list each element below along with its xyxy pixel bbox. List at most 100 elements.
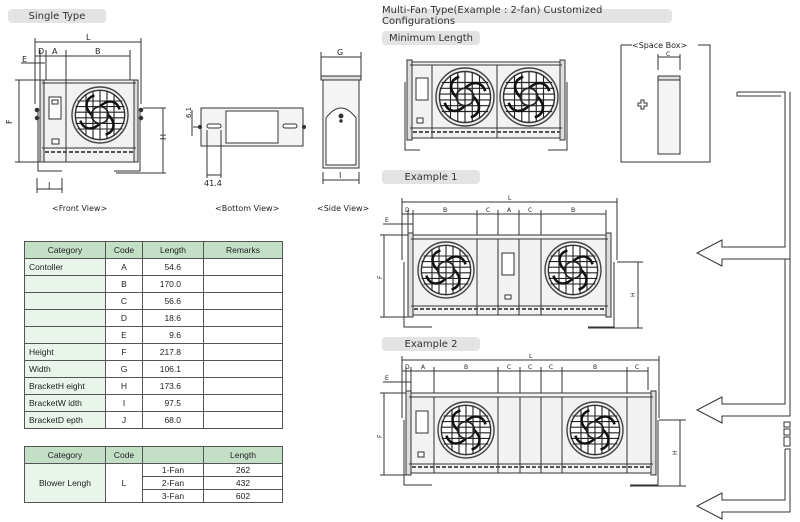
fan-count: 3-Fan xyxy=(142,489,204,503)
fan-icon xyxy=(498,66,560,128)
ex2-dim-F: F xyxy=(377,434,384,438)
dim-E: E xyxy=(22,55,27,64)
dim-I: I xyxy=(339,171,341,180)
spec-code: E xyxy=(105,326,143,344)
dim-H: H xyxy=(159,134,168,140)
dim-C: C xyxy=(666,51,670,58)
space-box-drawing xyxy=(620,44,711,163)
spec-code: H xyxy=(105,377,143,395)
bottom-view-caption: <Bottom View> xyxy=(215,204,280,213)
spec-category xyxy=(24,326,106,344)
spec-code: C xyxy=(105,292,143,310)
fan-icon xyxy=(70,85,130,145)
fan-length: 432 xyxy=(203,476,283,490)
blower-code: L xyxy=(105,463,143,503)
spec-length: 97.5 xyxy=(142,394,204,412)
ex1-dim-A: A xyxy=(507,207,512,214)
ex2-dim-B: B xyxy=(464,364,468,371)
spec-code: F xyxy=(105,343,143,361)
side-view-drawing xyxy=(320,52,362,184)
spec-category xyxy=(24,309,106,327)
dim-bottom-height: 6.1 xyxy=(185,107,193,118)
ex2-dim-D: D xyxy=(405,364,410,371)
ex2-dim-A: A xyxy=(421,364,426,371)
fan-icon xyxy=(436,400,496,460)
spec-category: Width xyxy=(24,360,106,378)
fan-count: 2-Fan xyxy=(142,476,204,490)
col-header: Code xyxy=(105,446,143,464)
table-row: Blower Lengh L 1-Fan 262 xyxy=(24,463,283,503)
col-header: Category xyxy=(24,446,106,464)
spec-category xyxy=(24,292,106,310)
ex1-dim-C: C xyxy=(486,207,490,214)
spec-category: Contoller xyxy=(24,258,106,276)
fan-icon xyxy=(543,240,603,300)
spec-code: I xyxy=(105,394,143,412)
ex1-dim-B: B xyxy=(571,207,575,214)
spec-category xyxy=(24,275,106,293)
ex1-dim-B: B xyxy=(443,207,447,214)
blower-table: Category Code Length Blower Lengh L 1-Fa… xyxy=(24,446,283,503)
spec-remarks xyxy=(203,377,283,395)
spec-code: A xyxy=(105,258,143,276)
flow-arrows xyxy=(695,91,791,520)
spec-category: Height xyxy=(24,343,106,361)
spec-remarks xyxy=(203,360,283,378)
spec-category: BracketW idth xyxy=(24,394,106,412)
fan-icon xyxy=(434,66,496,128)
ex2-dim-C: C xyxy=(635,364,639,371)
col-header: Remarks xyxy=(203,241,283,259)
ex1-dim-L: L xyxy=(508,195,512,202)
single-type-header: Single Type xyxy=(8,9,106,23)
ex2-dim-B: B xyxy=(593,364,597,371)
col-header: Length xyxy=(142,241,204,259)
ex2-dim-E: E xyxy=(385,375,389,382)
fan-icon xyxy=(565,400,625,460)
spec-length: 217.8 xyxy=(142,343,204,361)
spec-code: J xyxy=(105,411,143,429)
dim-L: L xyxy=(86,33,91,42)
example1-header: Example 1 xyxy=(382,170,480,184)
spec-code: B xyxy=(105,275,143,293)
bottom-view-drawing xyxy=(191,107,307,178)
spec-category: BracketD epth xyxy=(24,411,106,429)
dim-J: J xyxy=(47,181,50,190)
ex1-dim-D: D xyxy=(405,207,410,214)
ex1-dim-F: F xyxy=(377,275,384,279)
spec-length: 9.6 xyxy=(142,326,204,344)
dim-B: B xyxy=(95,47,101,56)
spec-remarks xyxy=(203,258,283,276)
spec-code: G xyxy=(105,360,143,378)
fan-length: 602 xyxy=(203,489,283,503)
multi-fan-header: Multi-Fan Type(Example : 2-fan) Customiz… xyxy=(382,5,672,27)
fan-length: 262 xyxy=(203,463,283,477)
spec-length: 18.6 xyxy=(142,309,204,327)
spec-remarks xyxy=(203,309,283,327)
ex2-dim-H: H xyxy=(672,450,679,455)
spec-category: BracketH eight xyxy=(24,377,106,395)
ex2-dim-L: L xyxy=(529,353,533,360)
ex2-dim-C: C xyxy=(507,364,511,371)
fan-icon xyxy=(416,240,476,300)
spec-code: D xyxy=(105,309,143,327)
spec-length: 106.1 xyxy=(142,360,204,378)
spec-length: 170.0 xyxy=(142,275,204,293)
spec-length: 173.6 xyxy=(142,377,204,395)
ex1-dim-H: H xyxy=(630,292,637,297)
ex1-dim-C: C xyxy=(528,207,532,214)
spec-remarks xyxy=(203,275,283,293)
fan-count: 1-Fan xyxy=(142,463,204,477)
side-view-caption: <Side View> xyxy=(317,204,370,213)
spec-remarks xyxy=(203,394,283,412)
ex1-dim-E: E xyxy=(385,217,389,224)
dim-F: F xyxy=(5,119,14,124)
spec-length: 54.6 xyxy=(142,258,204,276)
